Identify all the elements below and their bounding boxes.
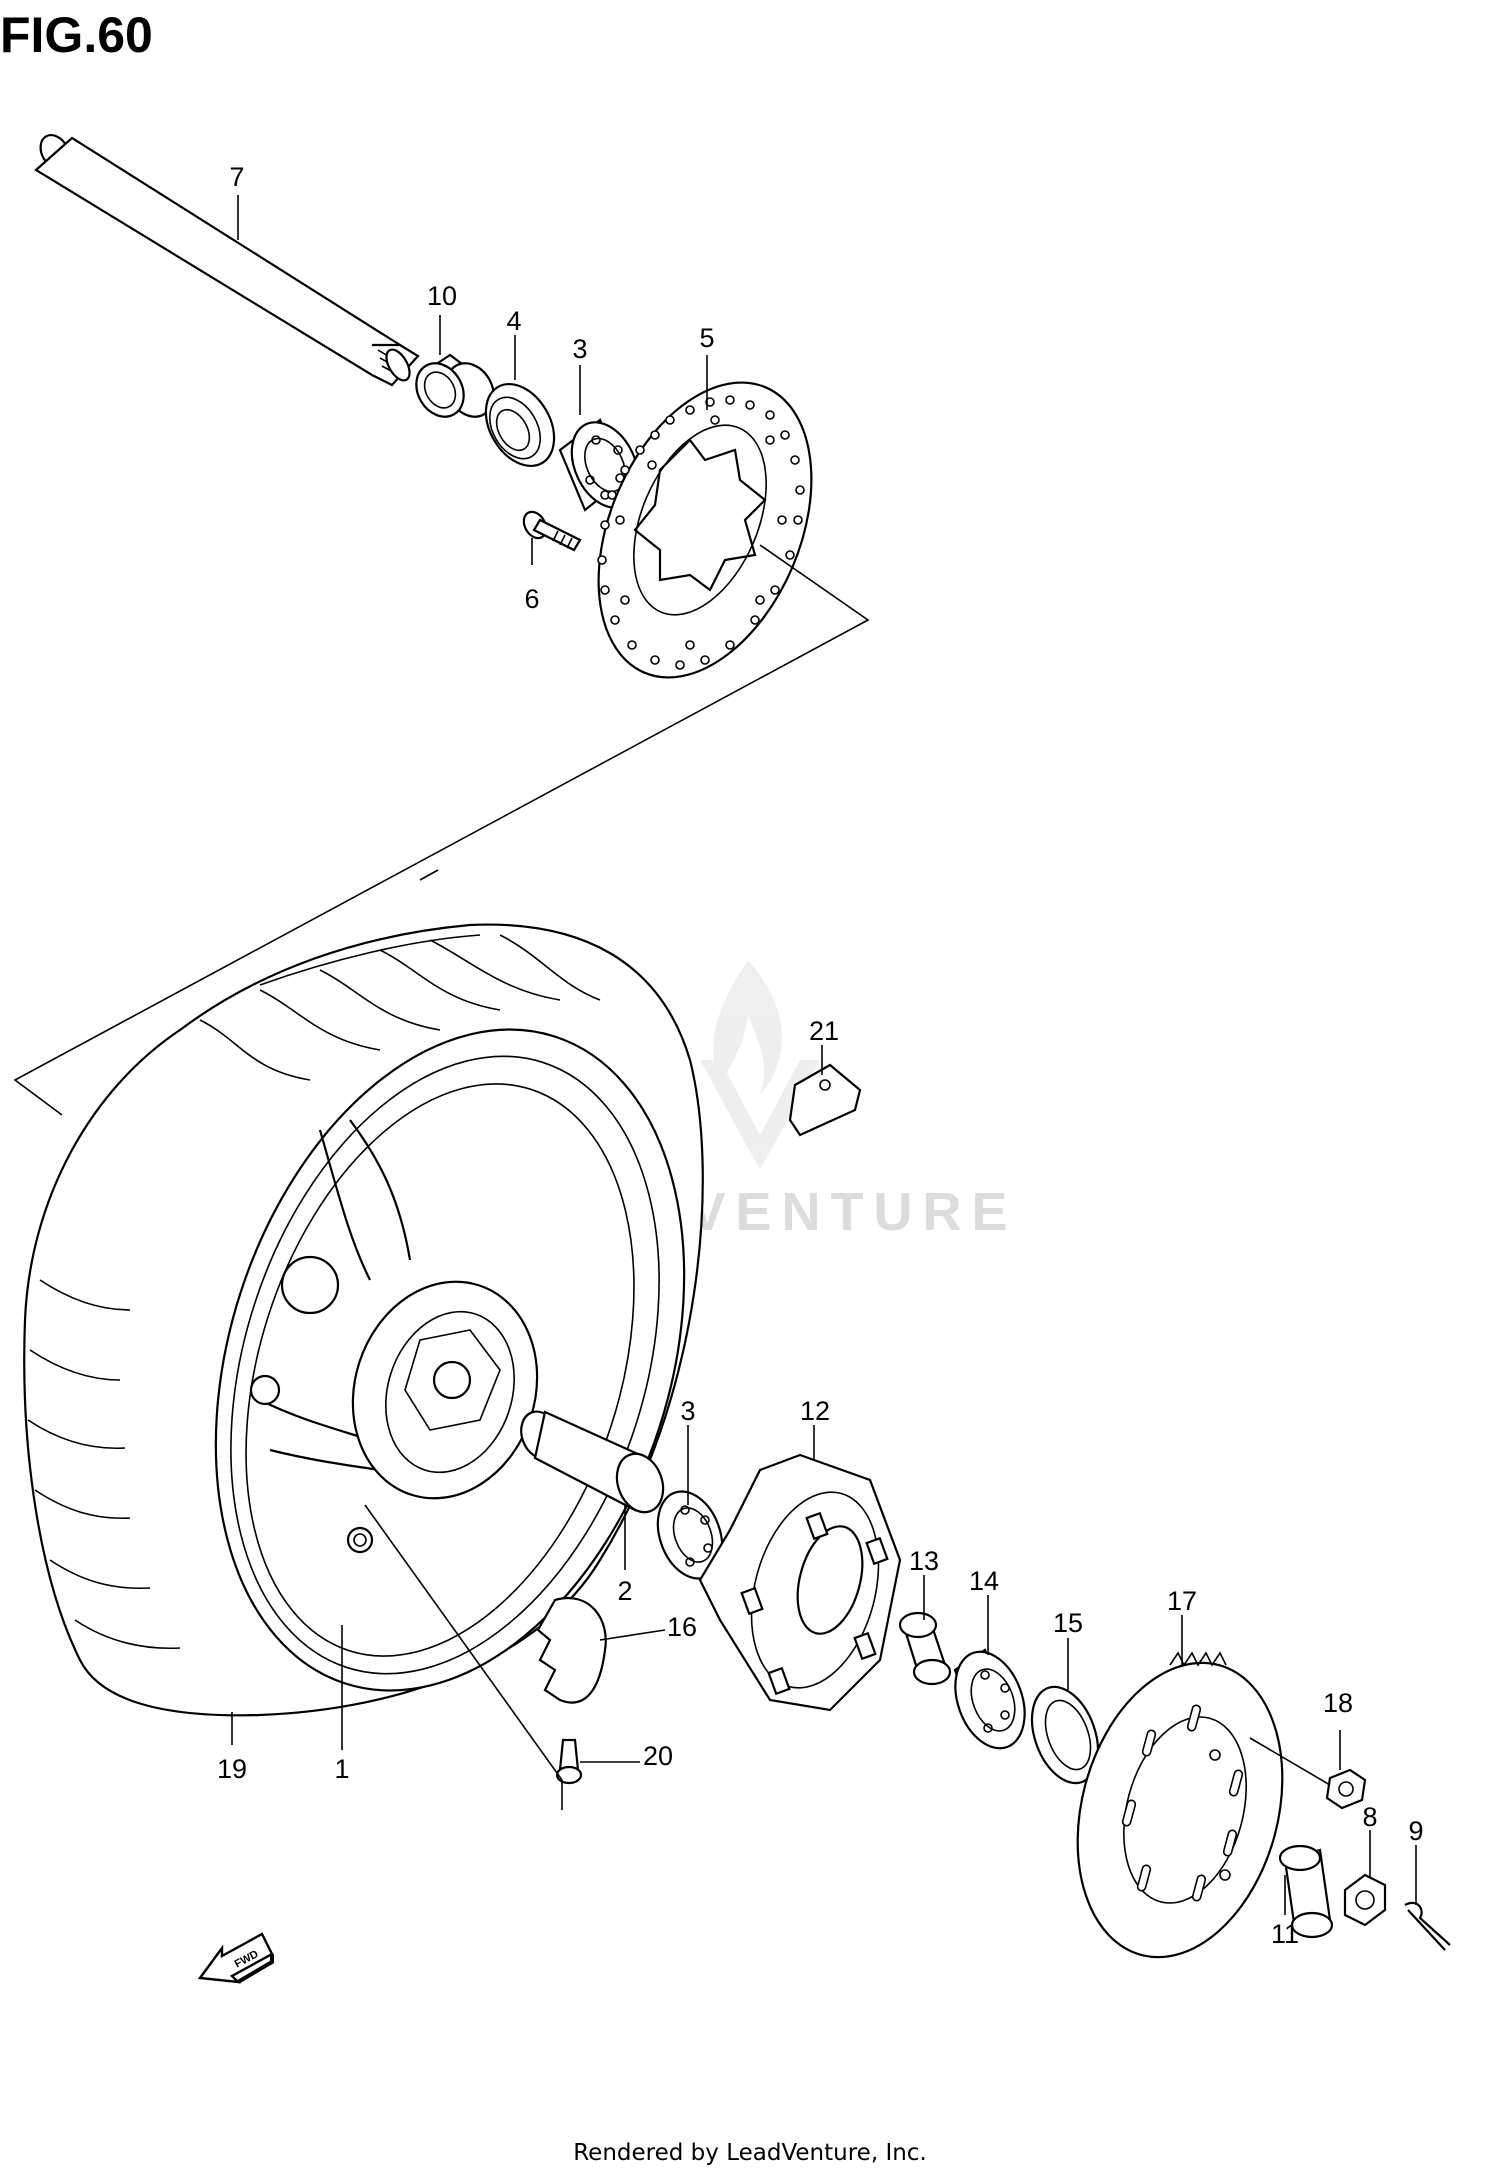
callout-labels: 7 10 4 3 5 6 21 3 12 2 13 14 16 15 17 18… bbox=[217, 162, 1424, 1949]
leader-lines bbox=[231, 195, 1417, 1915]
callout-8[interactable]: 8 bbox=[1362, 1802, 1377, 1832]
fwd-arrow-icon bbox=[197, 1932, 274, 1984]
spacer-part-10[interactable] bbox=[407, 353, 503, 425]
balancer-weight-part-21[interactable] bbox=[788, 1063, 862, 1137]
oil-seal-part-4[interactable] bbox=[472, 372, 568, 478]
callout-21[interactable]: 21 bbox=[809, 1016, 839, 1046]
callout-5[interactable]: 5 bbox=[699, 323, 714, 353]
callout-15[interactable]: 15 bbox=[1053, 1608, 1083, 1638]
callout-14[interactable]: 14 bbox=[969, 1566, 999, 1596]
disc-holes bbox=[597, 395, 805, 670]
figure-title: FIG.60 bbox=[0, 7, 153, 63]
bolt-part-6[interactable] bbox=[519, 508, 582, 552]
valve-part-20[interactable] bbox=[555, 1738, 583, 1785]
callout-11[interactable]: 11 bbox=[1271, 1919, 1299, 1949]
callout-7[interactable]: 7 bbox=[229, 162, 244, 192]
callout-16[interactable]: 16 bbox=[667, 1612, 697, 1642]
oil-seal-part-15[interactable] bbox=[1020, 1678, 1111, 1792]
callout-19[interactable]: 19 bbox=[217, 1754, 247, 1784]
damper-part-16[interactable] bbox=[536, 1597, 607, 1704]
callout-4[interactable]: 4 bbox=[506, 306, 521, 336]
brake-disc-part-5[interactable] bbox=[557, 350, 853, 710]
cotter-pin-part-9[interactable] bbox=[1404, 1901, 1451, 1951]
collar-part-11[interactable] bbox=[1278, 1844, 1334, 1939]
fwd-direction-badge: FWD bbox=[197, 1932, 274, 1984]
assembly-guide-lines bbox=[13, 544, 870, 1116]
wheel-rim-part-1[interactable] bbox=[136, 969, 765, 1752]
callout-18[interactable]: 18 bbox=[1323, 1688, 1353, 1718]
callout-3-upper[interactable]: 3 bbox=[572, 334, 587, 364]
callout-9[interactable]: 9 bbox=[1408, 1816, 1423, 1846]
sprocket-drum-part-12[interactable] bbox=[698, 1453, 902, 1712]
callout-2[interactable]: 2 bbox=[617, 1576, 632, 1606]
leadventure-flame-logo bbox=[700, 960, 820, 1170]
spacer-part-2[interactable] bbox=[515, 1406, 671, 1518]
callout-20[interactable]: 20 bbox=[643, 1741, 673, 1771]
callout-6[interactable]: 6 bbox=[524, 584, 539, 614]
footer-credit: Rendered by LeadVenture, Inc. bbox=[573, 2140, 927, 2166]
callout-3-lower[interactable]: 3 bbox=[680, 1396, 695, 1426]
callout-10[interactable]: 10 bbox=[427, 281, 457, 311]
nut-part-18[interactable] bbox=[1325, 1768, 1367, 1810]
callout-1[interactable]: 1 bbox=[334, 1754, 349, 1784]
callout-13[interactable]: 13 bbox=[909, 1546, 939, 1576]
axle-nut-part-8[interactable] bbox=[1343, 1873, 1387, 1927]
collar-part-13[interactable] bbox=[898, 1611, 952, 1686]
bearing-part-14[interactable] bbox=[943, 1642, 1037, 1758]
axle-part-7[interactable] bbox=[34, 130, 420, 387]
callout-12[interactable]: 12 bbox=[800, 1396, 830, 1426]
rear-sprocket-part-17[interactable] bbox=[1047, 1640, 1314, 1981]
callout-17[interactable]: 17 bbox=[1167, 1586, 1197, 1616]
